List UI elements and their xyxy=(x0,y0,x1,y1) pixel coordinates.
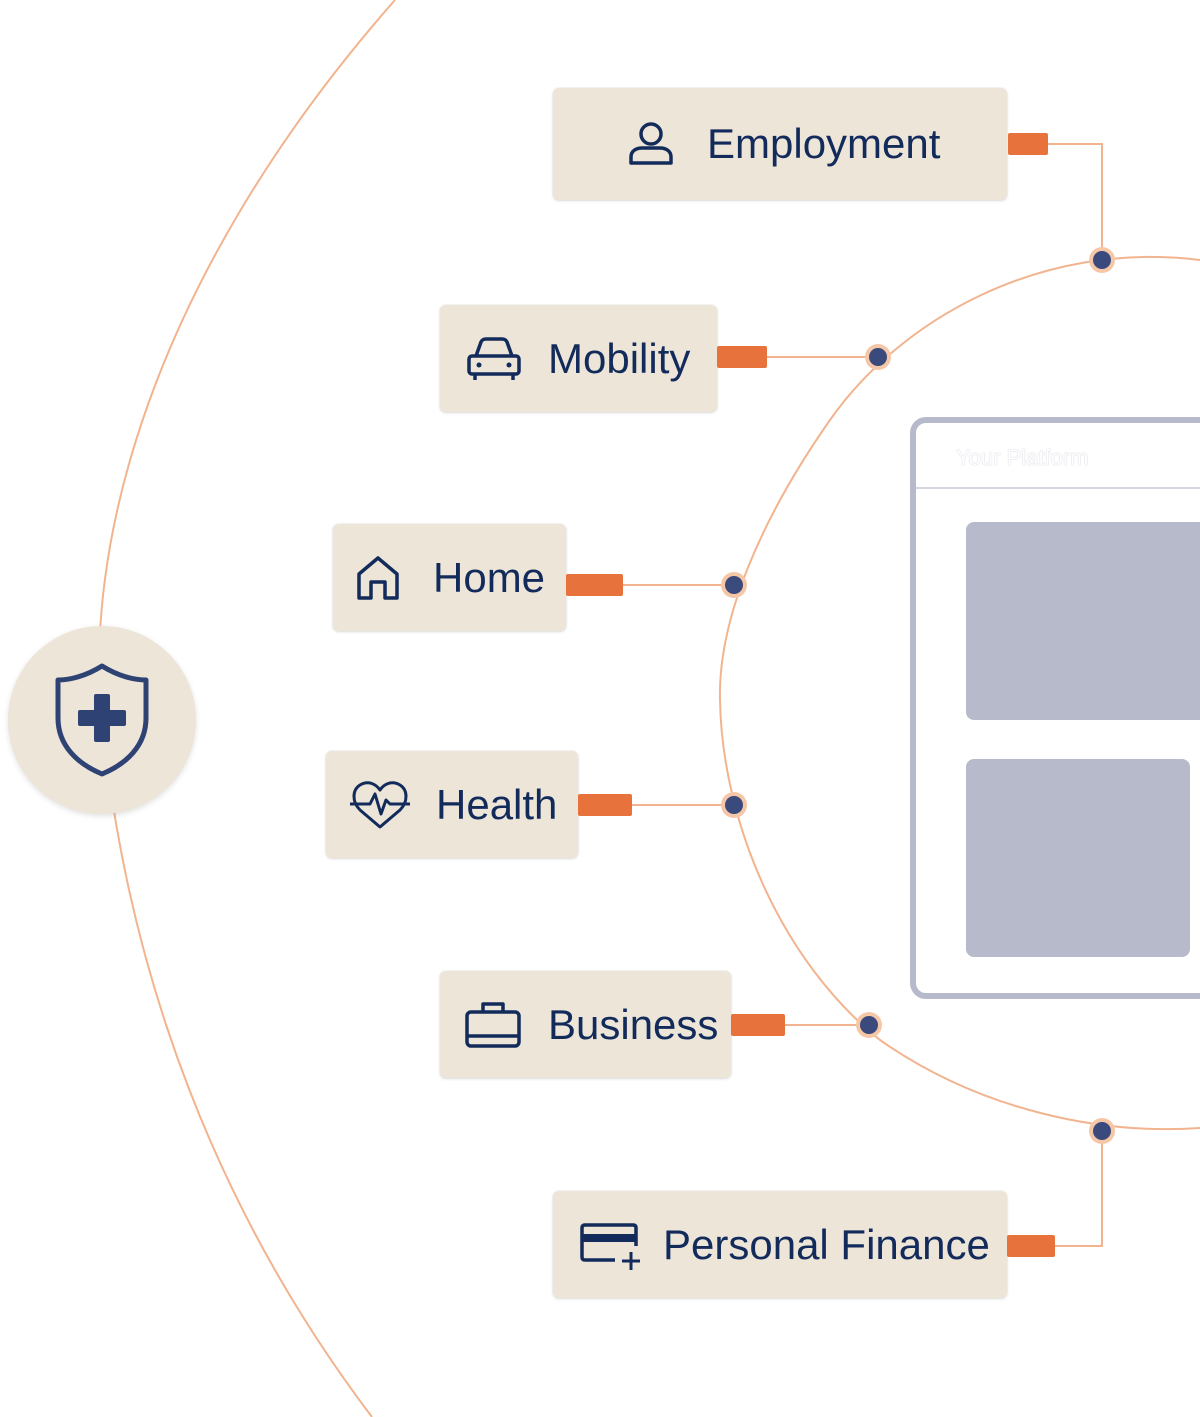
tab-mobility xyxy=(717,346,767,368)
car-icon xyxy=(466,336,522,382)
platform-header: Your Platform xyxy=(916,423,1200,489)
connector-employment xyxy=(1046,143,1103,260)
card-label-personal-finance: Personal Finance xyxy=(663,1220,990,1268)
node-health xyxy=(721,792,747,818)
platform-block-top xyxy=(966,522,1200,720)
platform-title: Your Platform xyxy=(956,445,1089,470)
platform-window: Your Platform xyxy=(910,417,1200,999)
card-business[interactable]: Business xyxy=(440,971,731,1078)
card-label-health: Health xyxy=(436,780,558,828)
tab-business xyxy=(731,1014,785,1036)
shield-plus-icon xyxy=(55,663,149,777)
card-home[interactable]: Home xyxy=(333,524,566,631)
heartbeat-icon xyxy=(348,780,412,830)
house-icon xyxy=(355,554,401,602)
briefcase-icon xyxy=(464,1000,522,1050)
card-personal-finance[interactable]: Personal Finance xyxy=(553,1191,1007,1298)
tab-employment xyxy=(1008,133,1048,155)
card-label-home: Home xyxy=(433,553,546,601)
tab-health xyxy=(578,794,632,816)
connector-personal-finance xyxy=(1054,1131,1103,1247)
tab-home xyxy=(566,574,623,596)
card-label-employment: Employment xyxy=(707,120,941,167)
card-label-business: Business xyxy=(548,1000,719,1048)
person-icon xyxy=(627,121,675,167)
platform-block-bottom xyxy=(966,759,1190,957)
shield-hub xyxy=(8,626,196,814)
card-mobility[interactable]: Mobility xyxy=(440,305,717,412)
card-label-mobility: Mobility xyxy=(548,334,691,382)
node-personal-finance xyxy=(1089,1118,1115,1144)
tab-personal-finance xyxy=(1007,1235,1055,1257)
credit-card-plus-icon xyxy=(579,1220,643,1270)
card-health[interactable]: Health xyxy=(326,751,578,858)
inner-arc xyxy=(718,255,1200,1131)
node-employment xyxy=(1089,247,1115,273)
card-employment[interactable]: Employment xyxy=(553,88,1007,200)
node-business xyxy=(856,1012,882,1038)
node-mobility xyxy=(865,344,891,370)
node-home xyxy=(721,572,747,598)
